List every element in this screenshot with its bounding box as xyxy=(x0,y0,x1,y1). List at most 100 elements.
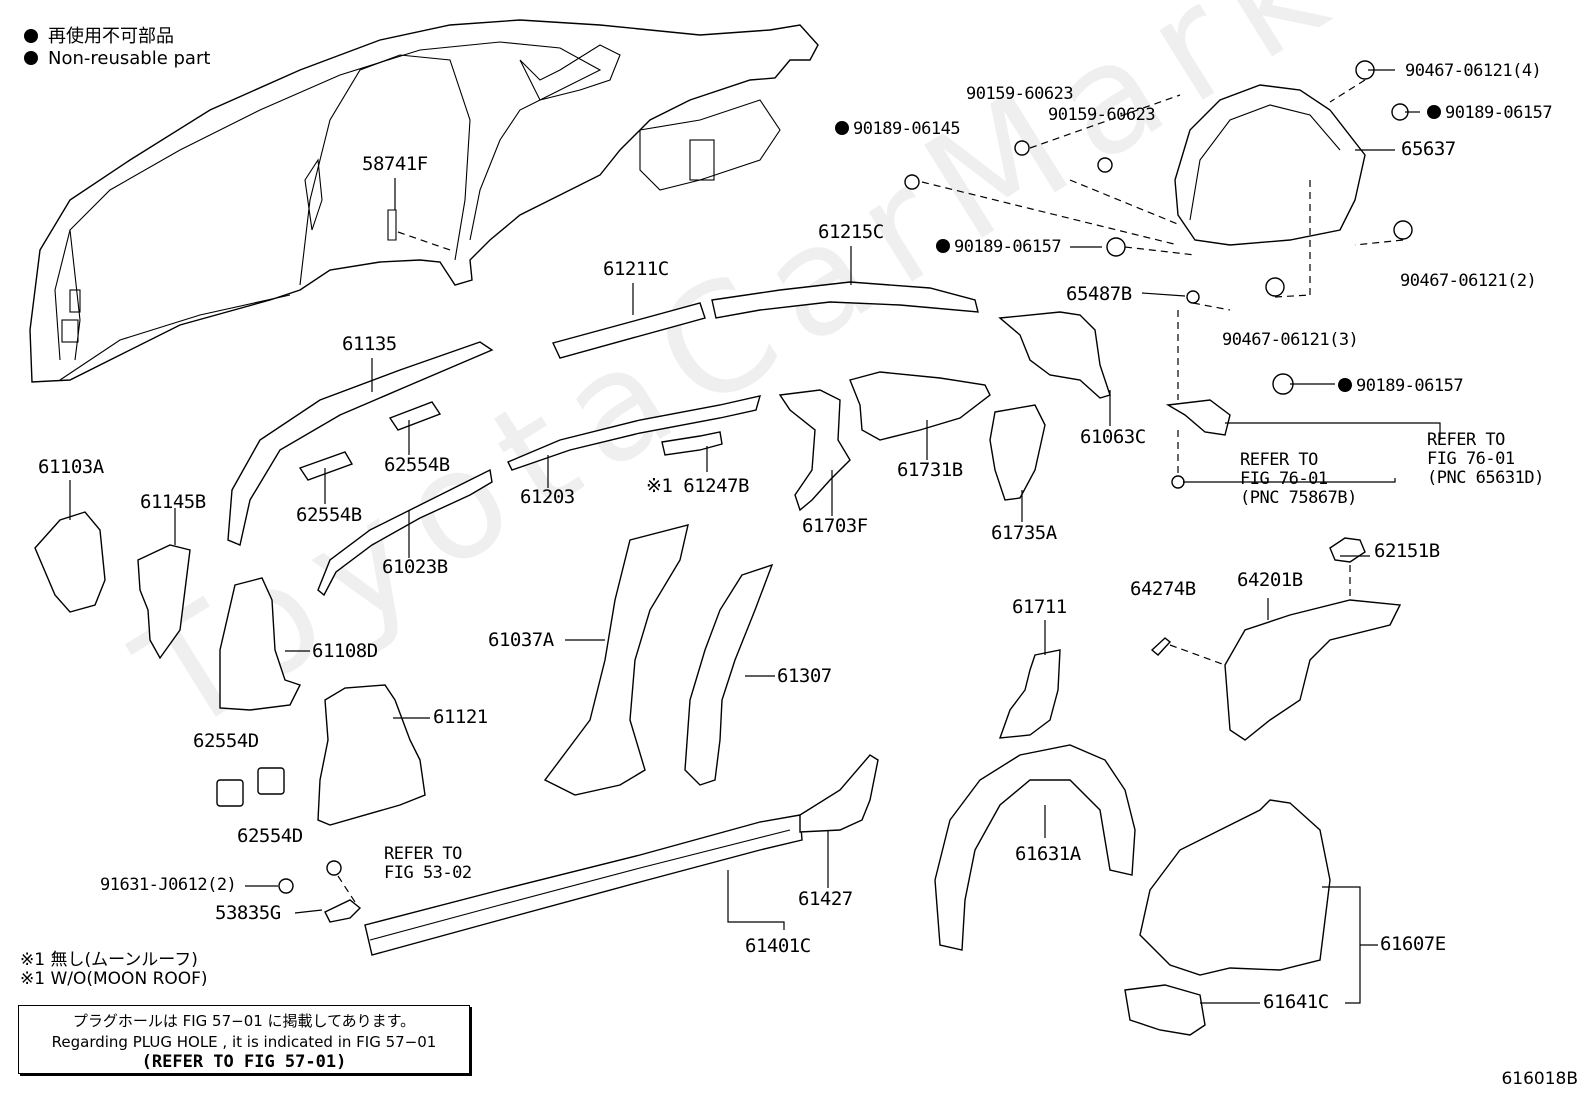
part-61037A xyxy=(543,524,689,796)
side-body-outer-panel xyxy=(29,19,819,383)
refer-76-01-75867B-line3[interactable]: (PNC 75867B) xyxy=(1240,488,1357,508)
non-reusable-dot-icon xyxy=(1338,378,1352,392)
callout-62554B-lower[interactable]: 62554B xyxy=(296,504,362,526)
leader-lines xyxy=(69,69,1441,1004)
callout-61307[interactable]: 61307 xyxy=(777,665,832,687)
callout-61641C[interactable]: 61641C xyxy=(1263,991,1329,1013)
callout-61145B[interactable]: 61145B xyxy=(140,491,206,513)
part-61631A xyxy=(934,744,1136,951)
refer-76-01-75867B-line1[interactable]: REFER TO xyxy=(1240,450,1318,470)
callout-90189-06157-top-text: 90189-06157 xyxy=(1445,103,1553,123)
callout-90189-06157-mid[interactable]: 90189-06157 xyxy=(936,239,1062,256)
callout-61215C[interactable]: 61215C xyxy=(818,221,884,243)
part-65637 xyxy=(1174,84,1366,246)
part-61247B xyxy=(661,431,723,456)
refer-76-01-75867B-line2[interactable]: FIG 76-01 xyxy=(1240,469,1328,489)
callout-90159-60623-a[interactable]: 90159-60623 xyxy=(966,84,1074,104)
clip-90467-06121-2 xyxy=(1393,220,1413,240)
callout-90189-06157-low-text: 90189-06157 xyxy=(1356,376,1464,396)
legend-jp-text: 再使用不可部品 xyxy=(48,26,174,47)
callout-62151B[interactable]: 62151B xyxy=(1374,540,1440,562)
footnote-jp: ※1 無し(ムーンルーフ) xyxy=(20,950,198,970)
callout-61023B[interactable]: 61023B xyxy=(382,556,448,578)
callout-61121[interactable]: 61121 xyxy=(433,706,488,728)
dashed-leader-lines xyxy=(337,79,1404,903)
callout-61203[interactable]: 61203 xyxy=(520,486,575,508)
bolt-refer-53-02 xyxy=(326,860,342,876)
legend-jp: 再使用不可部品 xyxy=(24,22,174,48)
callout-62554B-upper[interactable]: 62554B xyxy=(384,454,450,476)
callout-65637[interactable]: 65637 xyxy=(1401,138,1456,160)
callout-61703F[interactable]: 61703F xyxy=(802,515,868,537)
callout-61063C[interactable]: 61063C xyxy=(1080,426,1146,448)
callout-65487B[interactable]: 65487B xyxy=(1066,283,1132,305)
refer-76-01-65631D-line2[interactable]: FIG 76-01 xyxy=(1427,449,1515,469)
callout-61401C[interactable]: 61401C xyxy=(745,935,811,957)
callout-61211C[interactable]: 61211C xyxy=(603,258,669,280)
callout-61735A[interactable]: 61735A xyxy=(991,522,1057,544)
part-61711 xyxy=(998,649,1061,739)
bolt-91631-J0612 xyxy=(278,878,294,894)
part-62554B-lower xyxy=(298,451,354,481)
part-61063C xyxy=(998,311,1111,399)
legend-en: Non-reusable part xyxy=(24,48,210,69)
callout-58741F[interactable]: 58741F xyxy=(362,153,428,175)
plug-hole-ref[interactable]: (REFER TO FIG 57-01) xyxy=(141,1052,347,1072)
callout-61631A[interactable]: 61631A xyxy=(1015,843,1081,865)
bolt-90159-60623-b xyxy=(1097,157,1113,173)
non-reusable-dot-icon xyxy=(1427,105,1441,119)
part-61607E xyxy=(1139,799,1331,976)
clip-90189-06157-b xyxy=(1106,237,1126,257)
part-61103A xyxy=(34,511,106,613)
part-62554D-a xyxy=(216,779,244,807)
non-reusable-dot-icon xyxy=(24,29,38,43)
callout-61103A[interactable]: 61103A xyxy=(38,456,104,478)
callout-90467-06121-3[interactable]: 90467-06121(3) xyxy=(1222,330,1359,350)
part-61307 xyxy=(684,563,774,786)
callout-62554D-upper[interactable]: 62554D xyxy=(193,730,259,752)
refer-53-02-line2[interactable]: FIG 53-02 xyxy=(384,863,472,883)
figure-id: 616018B xyxy=(1501,1069,1578,1089)
non-reusable-dot-icon xyxy=(24,51,38,65)
callout-53835G[interactable]: 53835G xyxy=(215,902,281,924)
callout-61108D[interactable]: 61108D xyxy=(312,640,378,662)
part-61641C xyxy=(1124,984,1206,1036)
clip-65487B xyxy=(1186,290,1200,304)
callout-90467-06121-2[interactable]: 90467-06121(2) xyxy=(1400,271,1537,291)
callout-61135[interactable]: 61135 xyxy=(342,333,397,355)
callout-62554D-lower[interactable]: 62554D xyxy=(237,825,303,847)
part-64201B xyxy=(1224,599,1402,741)
callout-61607E[interactable]: 61607E xyxy=(1380,933,1446,955)
plug-hole-en: Regarding PLUG HOLE , it is indicated in… xyxy=(51,1033,437,1051)
callout-90467-06121-4[interactable]: 90467-06121(4) xyxy=(1405,61,1542,81)
callout-61037A[interactable]: 61037A xyxy=(488,629,554,651)
refer-76-01-65631D-line1[interactable]: REFER TO xyxy=(1427,430,1505,450)
part-64274B xyxy=(1150,637,1172,656)
legend-en-text: Non-reusable part xyxy=(48,48,211,69)
part-62151B xyxy=(1329,537,1366,563)
callout-90189-06145[interactable]: 90189-06145 xyxy=(835,119,961,139)
callout-61711[interactable]: 61711 xyxy=(1012,596,1067,618)
callout-90189-06145-text: 90189-06145 xyxy=(853,119,961,139)
callout-91631-J0612[interactable]: 91631-J0612(2) xyxy=(100,875,237,895)
plug-hole-note: プラグホールは FIG 57−01 に掲載してあります。 Regarding P… xyxy=(18,1005,470,1074)
callout-61247B[interactable]: ※1 61247B xyxy=(646,475,749,497)
part-61735A xyxy=(989,404,1046,501)
callout-64274B[interactable]: 64274B xyxy=(1130,578,1196,600)
callout-90159-60623-b[interactable]: 90159-60623 xyxy=(1048,105,1156,125)
part-61211C xyxy=(552,302,706,359)
part-61203 xyxy=(507,395,761,471)
part-61023B xyxy=(317,468,493,597)
part-75867B-clip xyxy=(1165,399,1231,436)
part-53835G xyxy=(324,899,362,923)
part-61401C xyxy=(364,814,803,956)
refer-53-02-line1[interactable]: REFER TO xyxy=(384,844,462,864)
callout-90189-06157-low[interactable]: 90189-06157 xyxy=(1338,376,1464,396)
callout-61731B[interactable]: 61731B xyxy=(897,459,963,481)
callout-61427[interactable]: 61427 xyxy=(798,888,853,910)
callout-90189-06157-top[interactable]: 90189-06157 xyxy=(1427,103,1553,123)
callout-64201B[interactable]: 64201B xyxy=(1237,569,1303,591)
refer-76-01-65631D-line3[interactable]: (PNC 65631D) xyxy=(1427,468,1544,488)
part-61427 xyxy=(799,754,879,833)
